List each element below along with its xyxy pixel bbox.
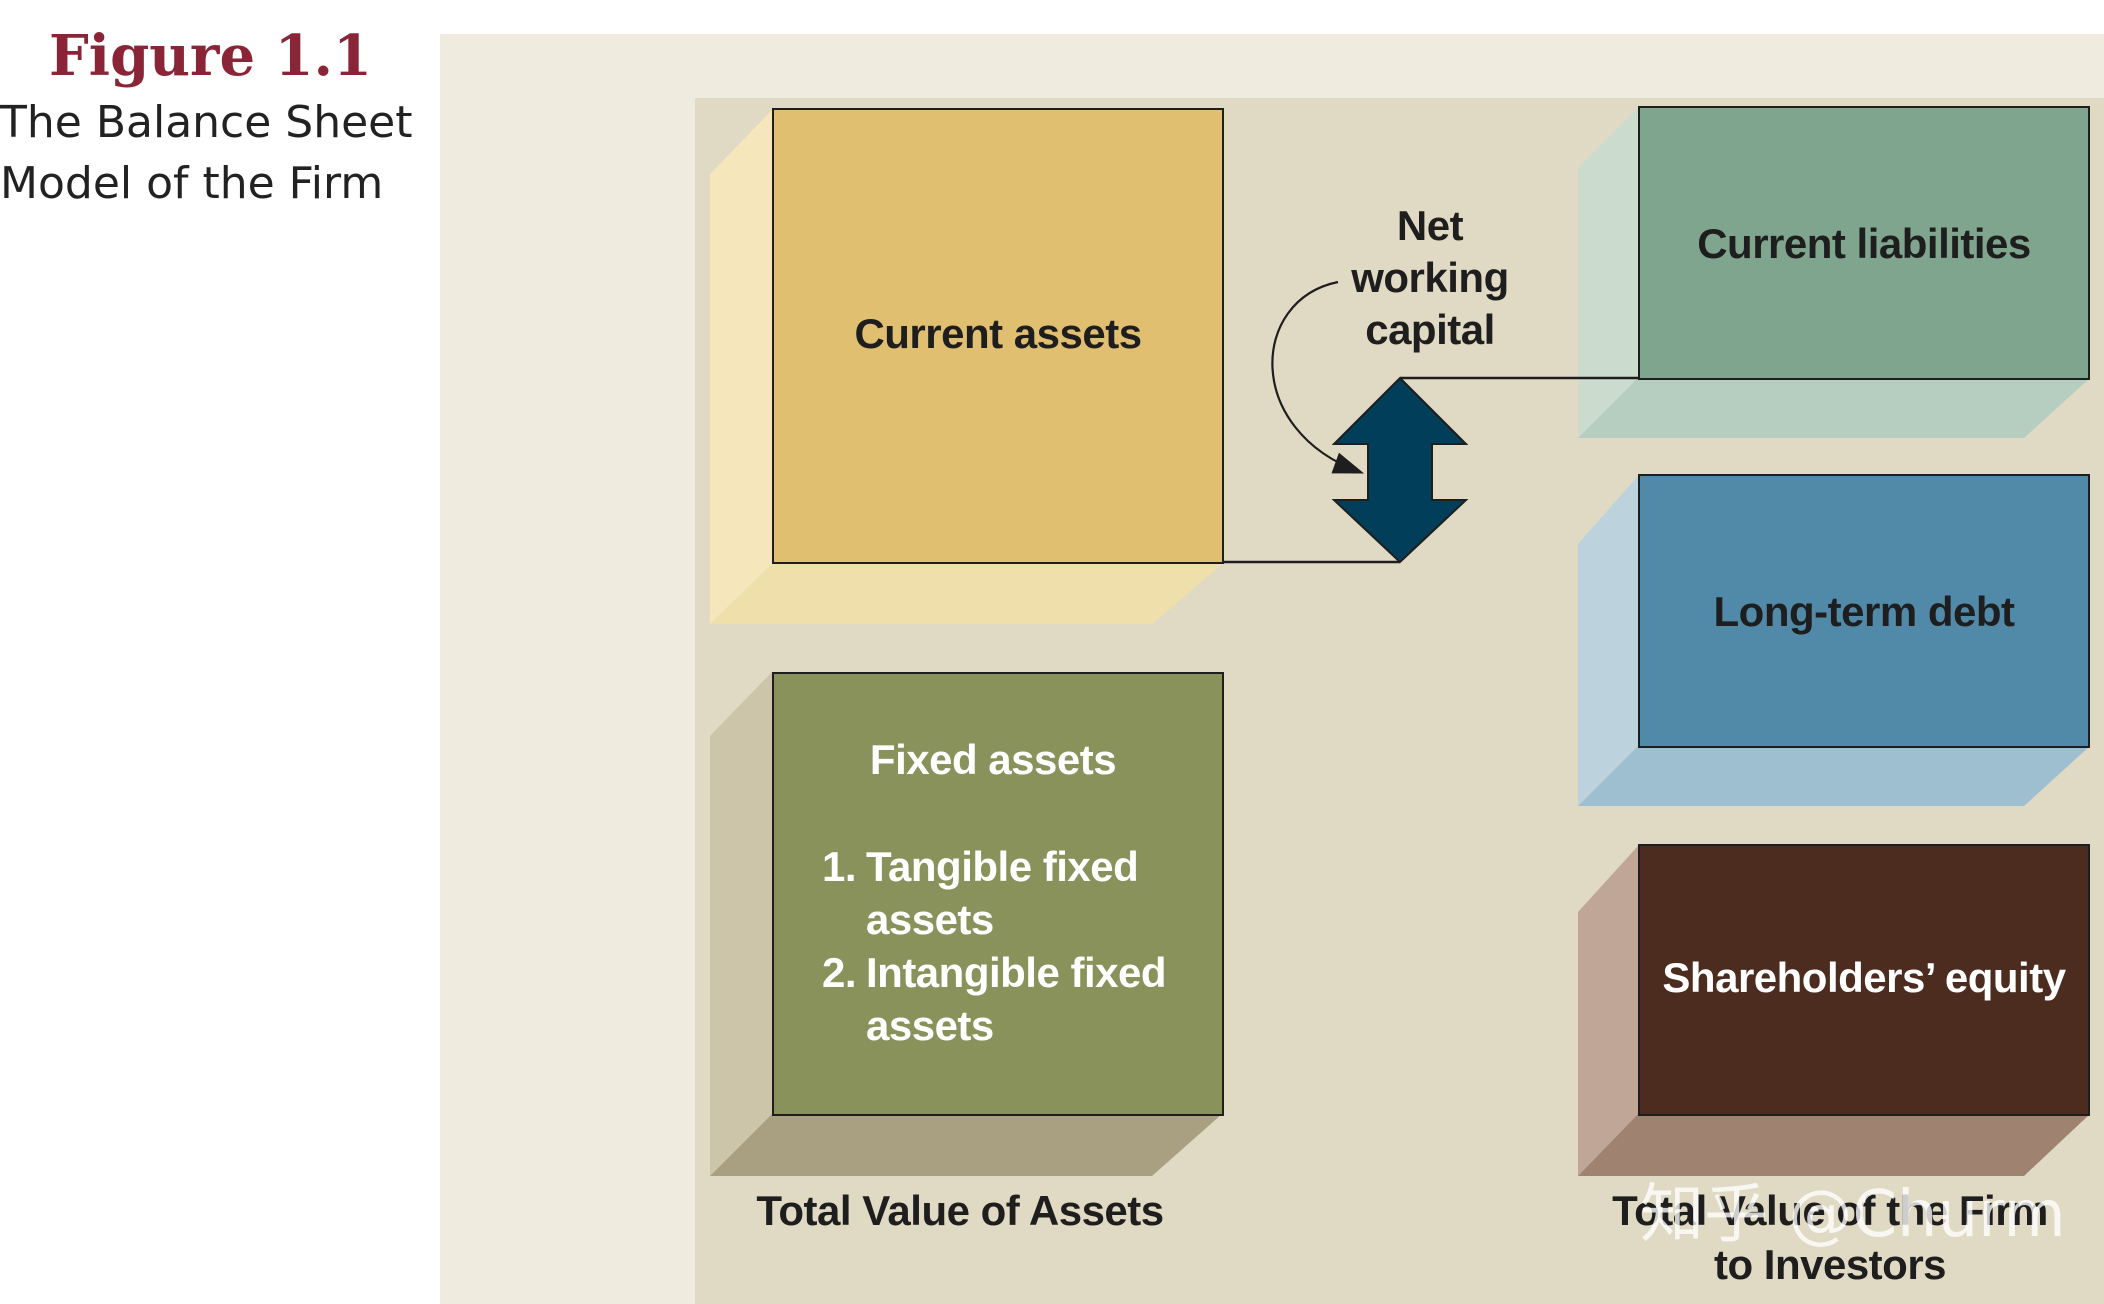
fixed-assets-box: Fixed assets 1. Tangible fixed assets 2.… [772,672,1224,1116]
fixed-assets-item: 2. Intangible fixed assets [822,946,1206,1052]
long-term-debt-box: Long-term debt [1638,474,2090,748]
shareholders-equity-label: Shareholders’ equity [1662,954,2066,1001]
current-liabilities-shadow [1578,108,2090,438]
total-value-of-firm-line-1: Total Value of the Firm [1612,1187,2048,1234]
total-value-of-firm-label: Total Value of the Firm to Investors [1580,1184,2080,1292]
nwc-line-3: capital [1365,306,1495,353]
figure-title-line-1: The Balance Sheet [0,97,413,148]
figure-title-line-2: Model of the Firm [0,158,384,209]
current-liabilities-box: Current liabilities [1638,106,2090,380]
fixed-assets-shadow [710,672,1222,1176]
fixed-assets-list: 1. Tangible fixed assets 2. Intangible f… [822,840,1206,1052]
double-arrow-icon [1331,376,1469,564]
long-term-debt-shadow [1578,476,2090,806]
fixed-assets-item-text: Tangible fixed assets [866,843,1139,943]
current-assets-shadow [710,110,1222,624]
nwc-line-2: working [1351,254,1509,301]
fixed-assets-label: Fixed assets [869,736,1117,783]
current-liabilities-label: Current liabilities [1697,220,2031,267]
current-assets-label: Current assets [854,310,1142,357]
watermark: 知乎 @Churm [1640,1178,2066,1252]
fixed-assets-item-text: Intangible fixed assets [866,949,1167,1049]
fixed-assets-item-number: 1. [822,843,857,890]
long-term-debt-label: Long-term debt [1713,588,2015,635]
current-assets-box: Current assets [772,108,1224,564]
net-working-capital-label: Net working capital [1330,200,1530,356]
nwc-line-1: Net [1396,202,1464,249]
nwc-curved-pointer [1271,280,1365,474]
fixed-assets-item: 1. Tangible fixed assets [822,840,1206,946]
shareholders-equity-shadow [1578,846,2090,1176]
shareholders-equity-box: Shareholders’ equity [1638,844,2090,1116]
total-value-of-assets-label: Total Value of Assets [756,1187,1164,1234]
fixed-assets-item-number: 2. [822,949,857,996]
total-value-of-firm-line-2: to Investors [1713,1241,1947,1288]
figure-number: Figure 1.1 [49,23,372,89]
figure-title: The Balance Sheet Model of the Firm [0,92,413,214]
